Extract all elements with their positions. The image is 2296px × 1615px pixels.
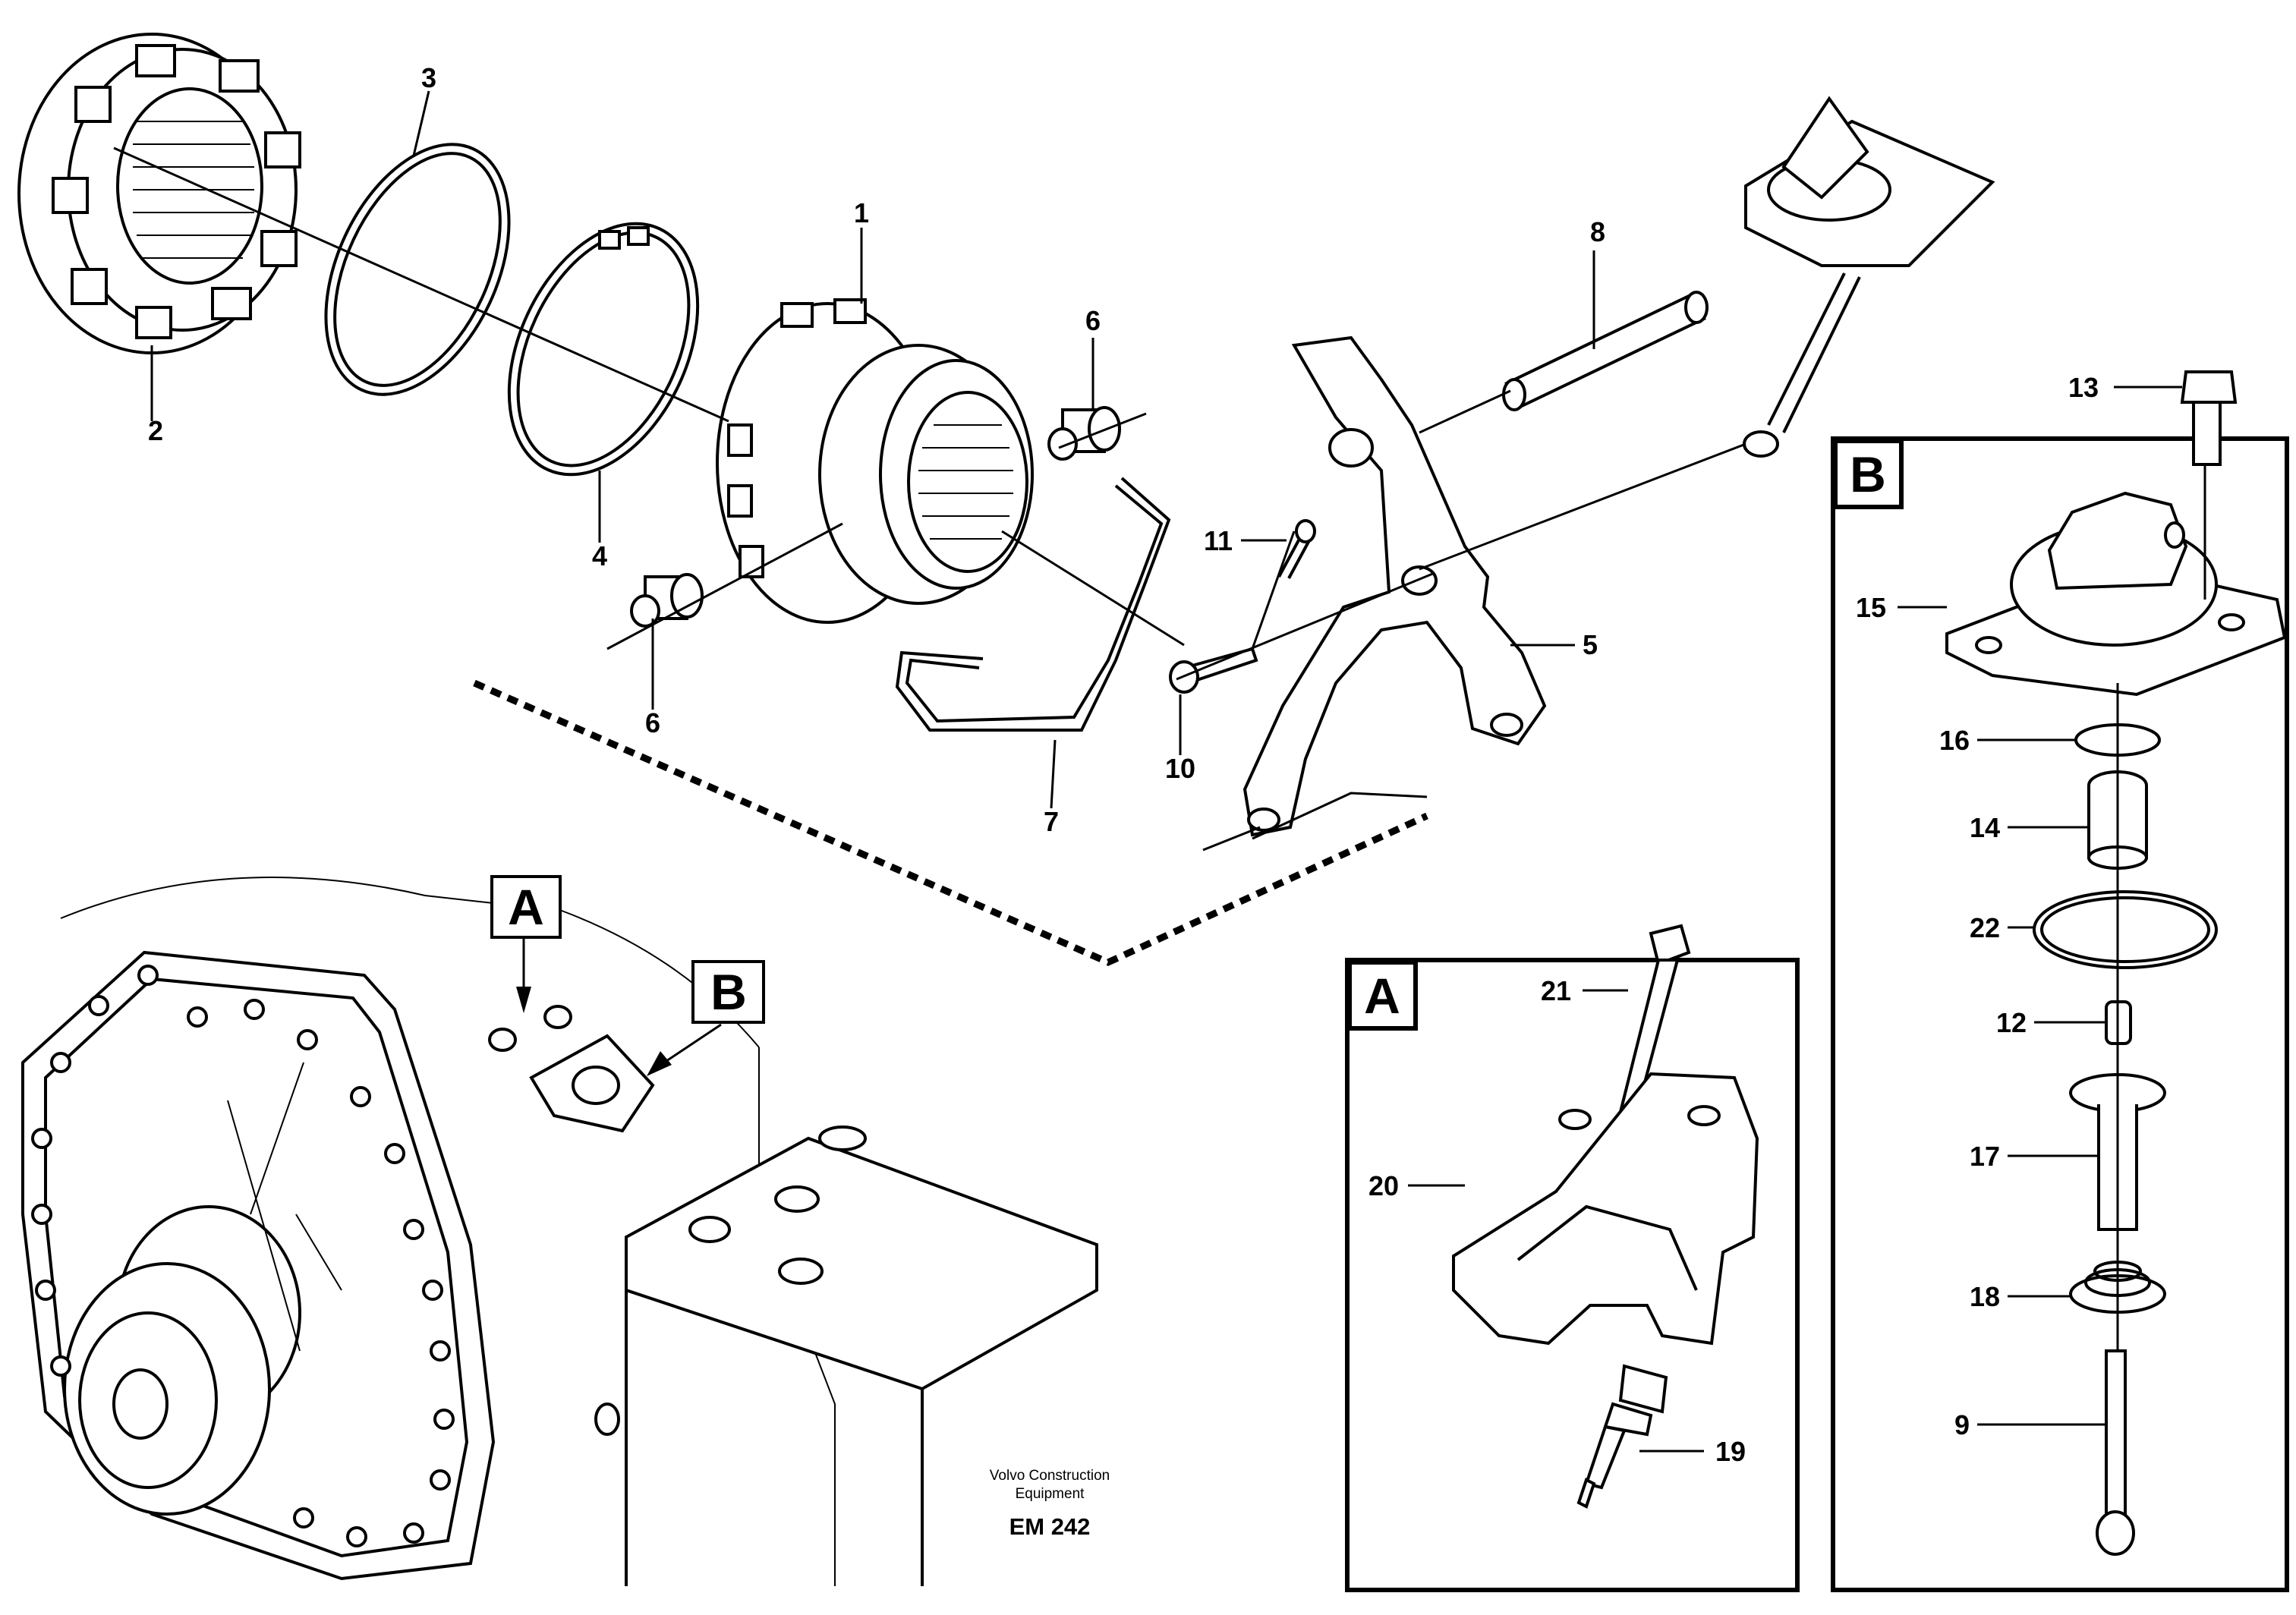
callout-6-lower: 6 — [645, 707, 660, 738]
footer-code: EM 242 — [1009, 1513, 1091, 1540]
assembly-centerlines-top — [113, 146, 1746, 852]
callouts-top: 3 2 1 4 6 6 7 8 5 10 11 — [148, 62, 1605, 837]
callout-14: 14 — [1970, 812, 2000, 843]
footer: Volvo Construction Equipment EM 242 — [990, 1468, 1110, 1540]
svg-text:B: B — [710, 964, 747, 1020]
overview-label-a: A — [490, 875, 562, 1013]
part-3-o-ring — [324, 143, 511, 396]
callout-21: 21 — [1541, 975, 1571, 1006]
assembly-dashed-path — [473, 679, 1428, 966]
callout-19: 19 — [1715, 1436, 1746, 1467]
footer-line2: Equipment — [1016, 1486, 1085, 1502]
part-11-cotter-pin — [1277, 519, 1316, 579]
callout-2: 2 — [148, 415, 163, 446]
callout-1: 1 — [854, 197, 869, 228]
part-4-circlip — [507, 222, 700, 477]
detail-a-box: A 21 20 19 — [1345, 924, 1800, 1592]
part-10-bolt — [1169, 647, 1258, 694]
callout-10: 10 — [1165, 753, 1195, 784]
part-22-o-ring — [2033, 890, 2218, 969]
part-2-clutch-sleeve — [17, 33, 301, 354]
part-6-pin-upper — [1047, 406, 1121, 461]
callout-13: 13 — [2068, 372, 2099, 403]
detail-b-box: B — [1831, 370, 2289, 1592]
callout-20: 20 — [1368, 1170, 1399, 1201]
callout-5: 5 — [1583, 629, 1598, 660]
callout-18: 18 — [1970, 1281, 2000, 1312]
part-13-bolt — [2180, 370, 2238, 466]
part-8-shaft — [1502, 291, 1709, 411]
callout-17: 17 — [1970, 1141, 2000, 1172]
callout-6-upper: 6 — [1085, 305, 1101, 336]
svg-text:A: A — [508, 879, 544, 935]
callout-22: 22 — [1970, 912, 2000, 943]
footer-line1: Volvo Construction — [990, 1468, 1110, 1484]
callout-8: 8 — [1590, 216, 1605, 247]
detail-a-label: A — [1364, 968, 1400, 1024]
callout-11: 11 — [1204, 525, 1233, 556]
part-5-shift-fork — [1242, 335, 1547, 837]
detail-b-label: B — [1850, 446, 1886, 502]
part-1-coupling-hub — [716, 298, 1034, 624]
part-7-spring-wire — [895, 477, 1171, 732]
axle-housing-overview — [21, 877, 1098, 1586]
callout-4: 4 — [592, 540, 607, 571]
callout-7: 7 — [1044, 806, 1059, 837]
part-19-sensor — [1576, 1364, 1668, 1509]
callout-12: 12 — [1996, 1007, 2027, 1038]
part-9-linkage-upper — [1743, 96, 1995, 458]
callout-3: 3 — [421, 62, 436, 93]
part-15-flange — [1945, 491, 2287, 697]
overview-label-b: B — [647, 960, 765, 1076]
callout-leaders-top — [150, 90, 1595, 809]
part-20-bracket — [1452, 1072, 1759, 1346]
callout-16: 16 — [1939, 725, 1970, 756]
callout-9: 9 — [1954, 1409, 1970, 1440]
part-9-rod — [2096, 1349, 2135, 1556]
callout-15: 15 — [1856, 592, 1886, 623]
